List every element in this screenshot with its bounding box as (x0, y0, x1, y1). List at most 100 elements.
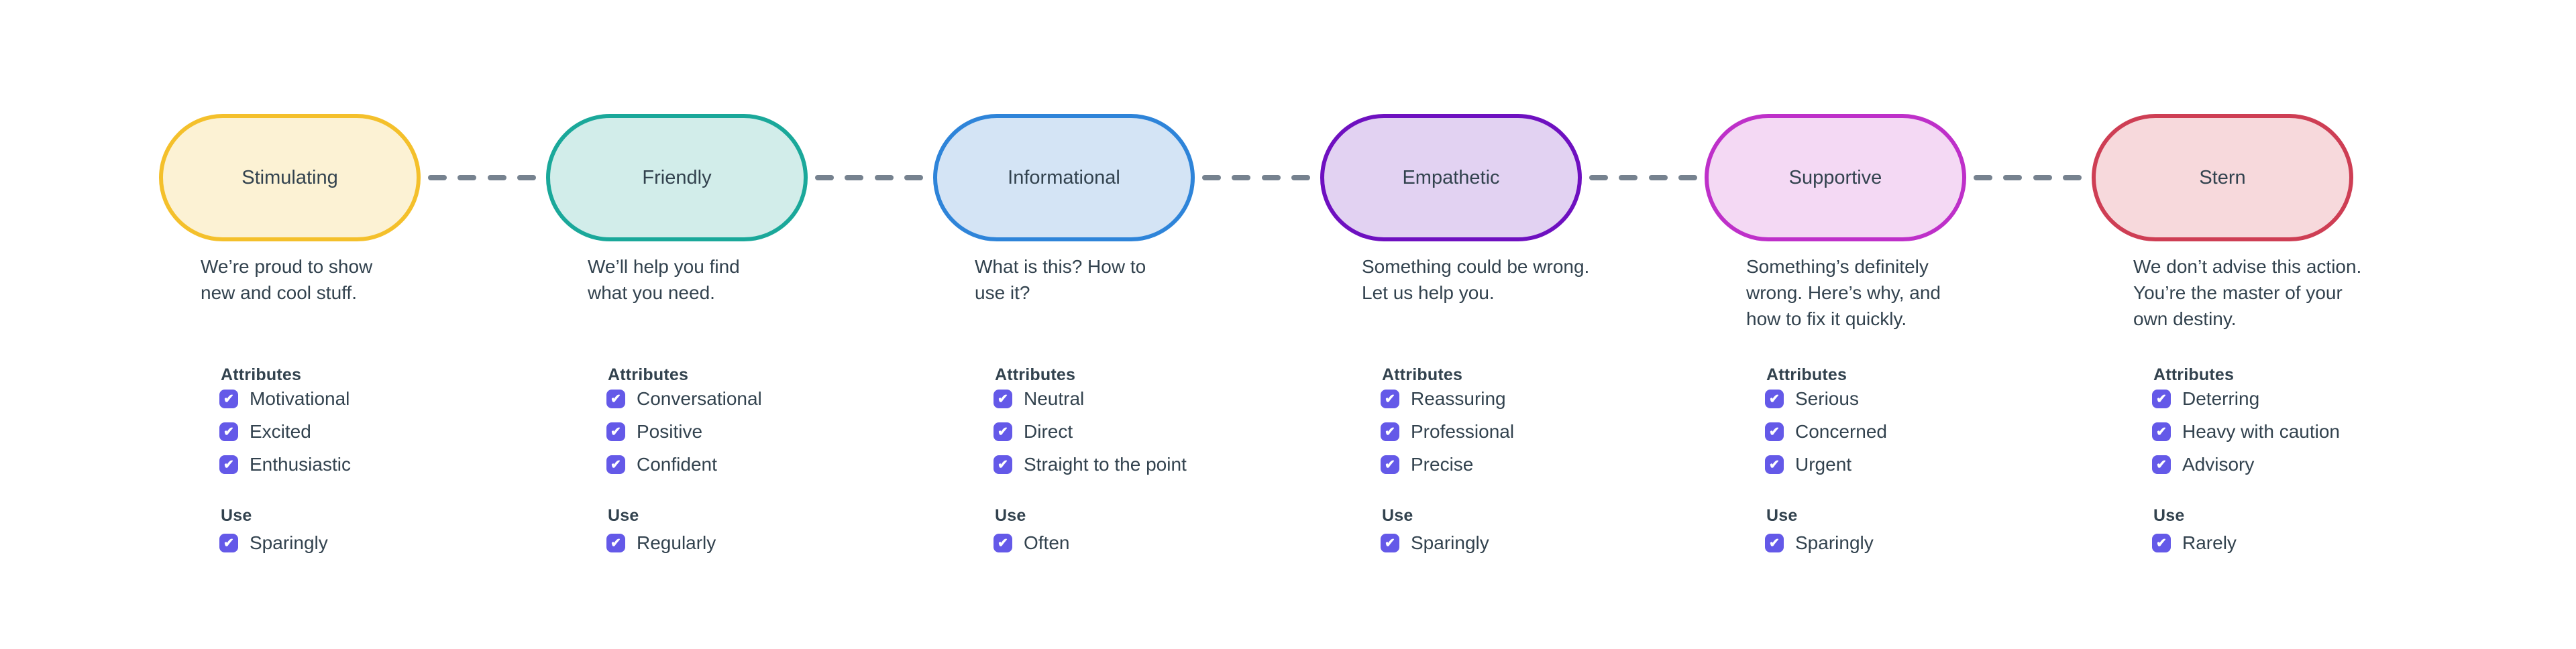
use-value-label: Sparingly (250, 532, 328, 553)
check-icon: ✔ (610, 424, 621, 439)
checkbox-checked[interactable]: ✔ (606, 422, 625, 441)
checkbox-checked[interactable]: ✔ (219, 422, 238, 441)
checkbox-checked[interactable]: ✔ (219, 534, 238, 552)
check-icon: ✔ (998, 536, 1008, 550)
tone-pill-stimulating: Stimulating (159, 114, 421, 241)
checkbox-checked[interactable]: ✔ (219, 455, 238, 474)
checkbox-checked[interactable]: ✔ (994, 422, 1012, 441)
dash (2003, 175, 2023, 180)
tone-description-line: We’ll help you find (588, 256, 740, 277)
attribute-label: Positive (637, 421, 703, 442)
use-item: ✔ Sparingly (219, 532, 328, 554)
attribute-label: Heavy with caution (2182, 421, 2341, 442)
dash (428, 175, 447, 180)
tone-pill-informational: Informational (933, 114, 1195, 241)
checkbox-checked[interactable]: ✔ (994, 455, 1012, 474)
attribute-item: ✔ Straight to the point (994, 453, 1187, 476)
checkbox-checked[interactable]: ✔ (1381, 455, 1399, 474)
tone-pill-supportive: Supportive (1705, 114, 1966, 241)
attribute-item: ✔ Professional (1381, 420, 1514, 443)
attribute-item: ✔ Direct (994, 420, 1073, 443)
attribute-item: ✔ Excited (219, 420, 311, 443)
check-icon: ✔ (610, 392, 621, 406)
checkbox-checked[interactable]: ✔ (1765, 390, 1784, 408)
dash (1291, 175, 1310, 180)
attribute-label: Motivational (250, 388, 350, 409)
check-icon: ✔ (998, 457, 1008, 472)
dash (874, 175, 894, 180)
check-icon: ✔ (1385, 536, 1395, 550)
dash (815, 175, 834, 180)
check-icon: ✔ (610, 536, 621, 550)
tone-description-line: wrong. Here’s why, and (1746, 282, 1941, 303)
use-value-label: Regularly (637, 532, 716, 553)
attribute-item: ✔ Conversational (606, 388, 762, 410)
checkbox-checked[interactable]: ✔ (1765, 422, 1784, 441)
check-icon: ✔ (223, 536, 234, 550)
attribute-label: Conversational (637, 388, 762, 409)
attribute-label: Straight to the point (1024, 454, 1187, 475)
checkbox-checked[interactable]: ✔ (994, 390, 1012, 408)
checkbox-checked[interactable]: ✔ (1381, 422, 1399, 441)
tone-description: Something could be wrong. Let us help yo… (1362, 253, 1589, 306)
use-heading: Use (608, 506, 639, 525)
tone-description: We’ll help you find what you need. (588, 253, 740, 306)
attributes-heading: Attributes (221, 365, 302, 384)
tone-description-line: We don’t advise this action. (2133, 256, 2362, 277)
use-value-label: Sparingly (1411, 532, 1489, 553)
checkbox-checked[interactable]: ✔ (1381, 390, 1399, 408)
check-icon: ✔ (1769, 392, 1780, 406)
tone-column-stimulating: Stimulating We’re proud to show new and … (159, 114, 481, 583)
checkbox-checked[interactable]: ✔ (2152, 534, 2171, 552)
check-icon: ✔ (2156, 424, 2167, 439)
dash (1589, 175, 1608, 180)
check-icon: ✔ (223, 424, 234, 439)
checkbox-checked[interactable]: ✔ (606, 390, 625, 408)
use-value-label: Sparingly (1795, 532, 1874, 553)
dash (1232, 175, 1251, 180)
checkbox-checked[interactable]: ✔ (1381, 534, 1399, 552)
attribute-item: ✔ Deterring (2152, 388, 2259, 410)
dash (1619, 175, 1638, 180)
tone-description-line: how to fix it quickly. (1746, 308, 1907, 329)
tone-column-informational: Informational What is this? How to use i… (933, 114, 1255, 583)
dash (2033, 175, 2052, 180)
attribute-item: ✔ Reassuring (1381, 388, 1506, 410)
tone-pill-label: Empathetic (1402, 166, 1500, 188)
attribute-item: ✔ Motivational (219, 388, 350, 410)
tone-description-line: We’re proud to show (201, 256, 373, 277)
checkbox-checked[interactable]: ✔ (219, 390, 238, 408)
attributes-heading: Attributes (1766, 365, 1847, 384)
tone-pill-empathetic: Empathetic (1320, 114, 1582, 241)
check-icon: ✔ (998, 424, 1008, 439)
attribute-label: Excited (250, 421, 311, 442)
check-icon: ✔ (2156, 536, 2167, 550)
check-icon: ✔ (223, 457, 234, 472)
tone-description: We don’t advise this action. You’re the … (2133, 253, 2361, 332)
tone-pill-friendly: Friendly (546, 114, 808, 241)
tone-pill-label: Friendly (642, 166, 712, 188)
dash (1202, 175, 1221, 180)
checkbox-checked[interactable]: ✔ (1765, 455, 1784, 474)
checkbox-checked[interactable]: ✔ (606, 534, 625, 552)
tone-description-line: what you need. (588, 282, 715, 303)
checkbox-checked[interactable]: ✔ (2152, 422, 2171, 441)
use-heading: Use (221, 506, 252, 525)
attribute-item: ✔ Confident (606, 453, 717, 476)
attribute-label: Concerned (1795, 421, 1887, 442)
check-icon: ✔ (998, 392, 1008, 406)
tone-description-line: You’re the master of your (2133, 282, 2343, 303)
checkbox-checked[interactable]: ✔ (2152, 390, 2171, 408)
tone-description-line: own destiny. (2133, 308, 2237, 329)
checkbox-checked[interactable]: ✔ (1765, 534, 1784, 552)
attribute-label: Deterring (2182, 388, 2260, 409)
dash (2062, 175, 2082, 180)
attribute-item: ✔ Enthusiastic (219, 453, 351, 476)
checkbox-checked[interactable]: ✔ (606, 455, 625, 474)
use-value-label: Rarely (2182, 532, 2237, 553)
tone-column-supportive: Supportive Something’s definitely wrong.… (1705, 114, 2027, 583)
checkbox-checked[interactable]: ✔ (2152, 455, 2171, 474)
checkbox-checked[interactable]: ✔ (994, 534, 1012, 552)
attribute-label: Precise (1411, 454, 1474, 475)
